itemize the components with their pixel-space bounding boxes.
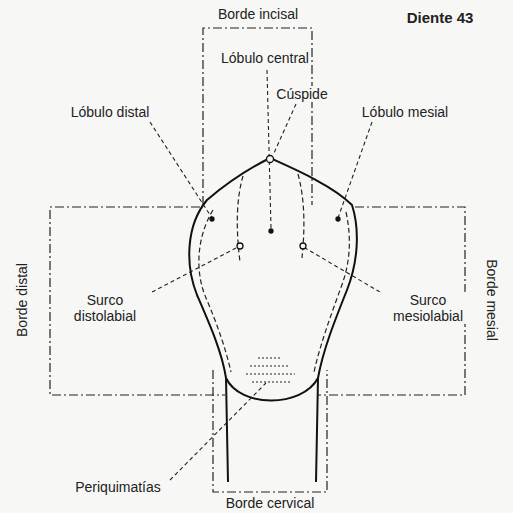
inner-contour [199, 174, 349, 372]
leader-line [338, 122, 372, 218]
perikymata [246, 358, 295, 382]
leader-line [152, 248, 236, 292]
part-label: Surco mesiolabial [376, 292, 480, 324]
part-label: Borde mesial [484, 257, 500, 343]
part-label: Borde cervical [224, 495, 317, 511]
incisal-bracket [203, 28, 312, 205]
mesial-inner [314, 212, 349, 372]
part-label: Borde distal [14, 261, 30, 339]
leader-line [267, 70, 271, 228]
marker-dots [210, 156, 340, 250]
lobe-dot [210, 217, 214, 221]
part-label: Borde incisal [216, 6, 300, 22]
leader-line [150, 122, 212, 218]
part-label: Surco distolabial [58, 292, 152, 324]
lobe-dot [336, 217, 340, 221]
perikymata-lines [246, 358, 295, 382]
bracket-lines [50, 28, 465, 492]
distolabial-groove [237, 176, 243, 262]
diagram-title: Diente 43 [405, 9, 476, 26]
leader-line [170, 383, 266, 480]
part-label: Lóbulo mesial [360, 104, 450, 120]
cervical-line [226, 378, 318, 401]
mesial-contour [270, 158, 357, 482]
cervical-bracket [213, 370, 327, 492]
distal-inner [199, 210, 231, 372]
part-label: Lóbulo distal [69, 104, 152, 120]
leader-lines [150, 70, 380, 480]
tooth-outline [189, 158, 357, 482]
part-label: Cúspide [274, 86, 329, 102]
part-label: Lóbulo central [219, 50, 311, 66]
leader-line [274, 104, 296, 153]
part-label: Periquimatías [73, 479, 163, 495]
groove-dot [300, 243, 306, 249]
cusp-dot [267, 156, 274, 163]
groove-dot [237, 243, 243, 249]
lobe-dot [269, 229, 273, 233]
leader-line [305, 248, 380, 292]
distal-contour [189, 158, 270, 482]
